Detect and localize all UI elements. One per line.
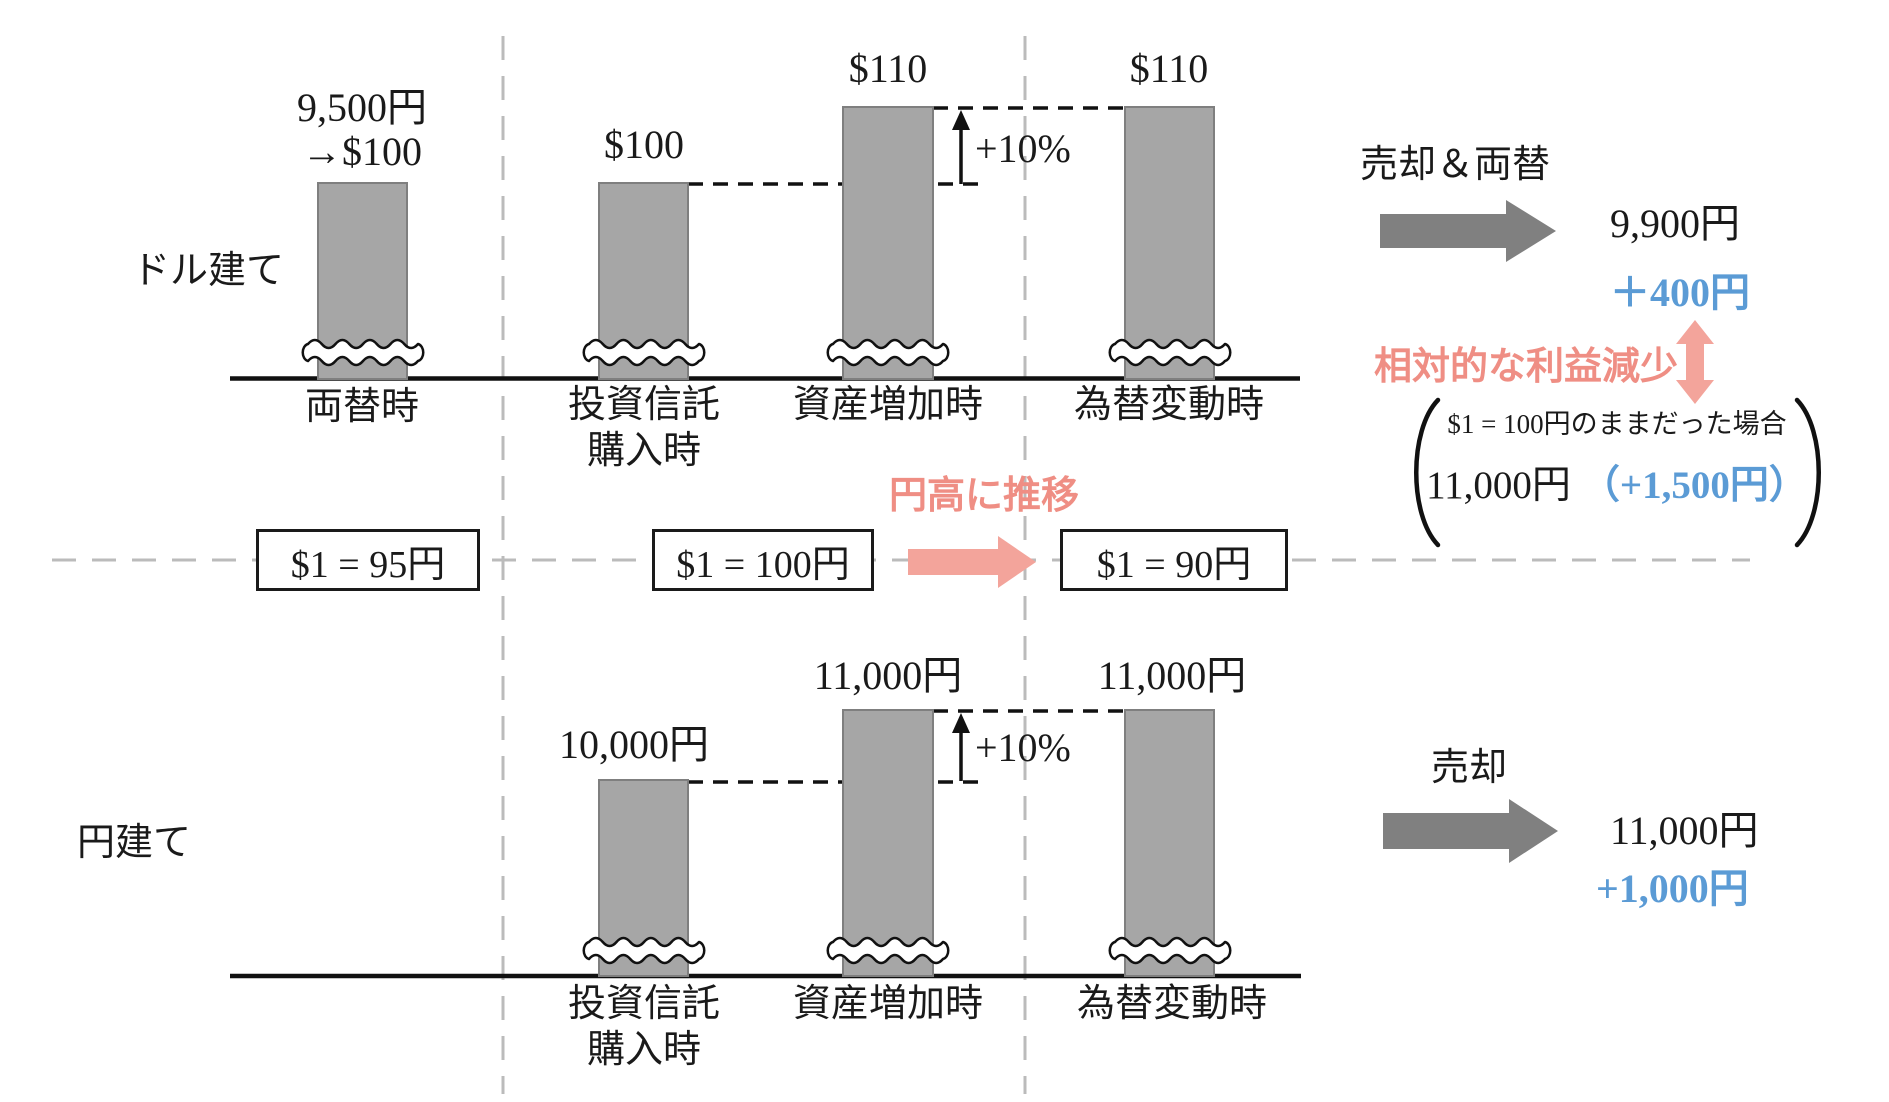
- dollar-axis-label-purchase-line2: 購入時: [586, 430, 702, 472]
- dollar-axis-label-fx-change: 為替変動時: [1073, 384, 1265, 426]
- dollar-bar1-value-line1: 9,500円: [297, 85, 427, 130]
- dollar-bar3-value: $110: [848, 46, 928, 91]
- axis-break-yen-purchase: [582, 936, 706, 965]
- sell-label: 売却: [1430, 747, 1508, 789]
- yen-bar3-value: 11,000円: [813, 653, 963, 698]
- hypothetical-condition-text: $1 = 100円のままだった場合: [1447, 409, 1787, 439]
- yen-appreciation-arrow-icon: [908, 536, 1036, 588]
- yen-bar-fx-change: [1124, 709, 1215, 977]
- dollar-result-gain: ＋400円: [1610, 270, 1750, 315]
- growth-arrowhead-icon-yen: [952, 713, 970, 733]
- dollar-bar4-value: $110: [1129, 46, 1209, 91]
- hypothetical-amount: 11,000円: [1426, 464, 1571, 507]
- yen-bar4-value: 11,000円: [1097, 653, 1247, 698]
- hypothetical-bracket-right: [1794, 397, 1821, 548]
- axis-break-dollar-growth: [826, 338, 950, 367]
- dollar-result-amount: 9,900円: [1610, 201, 1740, 246]
- profit-decrease-double-arrow-icon: [1676, 320, 1714, 404]
- sell-arrow-icon: [1383, 799, 1558, 863]
- dollar-bar-fx-change: [1124, 106, 1215, 380]
- yen-result-amount: 11,000円: [1610, 808, 1759, 853]
- dollar-bar2-value: $100: [604, 122, 684, 167]
- yen-result-gain: +1,000円: [1596, 866, 1749, 911]
- sell-exchange-arrow-icon: [1380, 200, 1556, 262]
- rate-box-90: $1 = 90円: [1060, 529, 1288, 591]
- yen-bar-growth: [842, 709, 934, 977]
- yen-appreciation-label: 円高に推移: [888, 475, 1080, 517]
- hypothetical-gain: （+1,500円）: [1580, 464, 1808, 507]
- dollar-bar-growth: [842, 106, 934, 380]
- yen-row-label: 円建て: [77, 822, 192, 864]
- rate-box-100: $1 = 100円: [652, 529, 874, 591]
- yen-bar2-value: 10,000円: [559, 722, 709, 767]
- axis-break-dollar-exchange: [301, 338, 425, 367]
- rate-box-95-text: $1 = 95円: [290, 543, 446, 586]
- rate-box-100-text: $1 = 100円: [676, 543, 850, 586]
- yen-axis-label-purchase-line2: 購入時: [586, 1029, 702, 1071]
- yen-axis-label-growth: 資産増加時: [792, 983, 984, 1025]
- rate-box-95: $1 = 95円: [256, 529, 480, 591]
- yen-axis-label-fx-change: 為替変動時: [1076, 983, 1268, 1025]
- hypothetical-result-row: 11,000円 （+1,500円）: [1426, 464, 1808, 507]
- dollar-axis-label-growth: 資産増加時: [792, 384, 984, 426]
- yen-axis-label-purchase-line1: 投資信託: [567, 983, 721, 1025]
- yen-growth-label: +10%: [975, 725, 1071, 770]
- dollar-growth-label: +10%: [975, 126, 1071, 171]
- profit-decrease-label: 相対的な利益減少: [1373, 346, 1678, 388]
- dollar-row-label: ドル建て: [132, 250, 285, 292]
- axis-break-dollar-fx-change: [1108, 338, 1232, 367]
- hypothetical-bracket-left: [1414, 397, 1441, 548]
- dollar-axis-label-exchange: 両替時: [304, 386, 420, 428]
- rate-box-90-text: $1 = 90円: [1096, 543, 1252, 586]
- sell-exchange-label: 売却＆両替: [1359, 144, 1551, 186]
- axis-break-yen-growth: [826, 936, 950, 965]
- dollar-bar1-value-line2: →$100: [302, 129, 422, 174]
- growth-arrowhead-icon-dollar: [952, 110, 970, 130]
- axis-break-yen-fx-change: [1108, 936, 1232, 965]
- axis-break-dollar-purchase: [582, 338, 706, 367]
- dollar-axis-label-purchase-line1: 投資信託: [567, 384, 721, 426]
